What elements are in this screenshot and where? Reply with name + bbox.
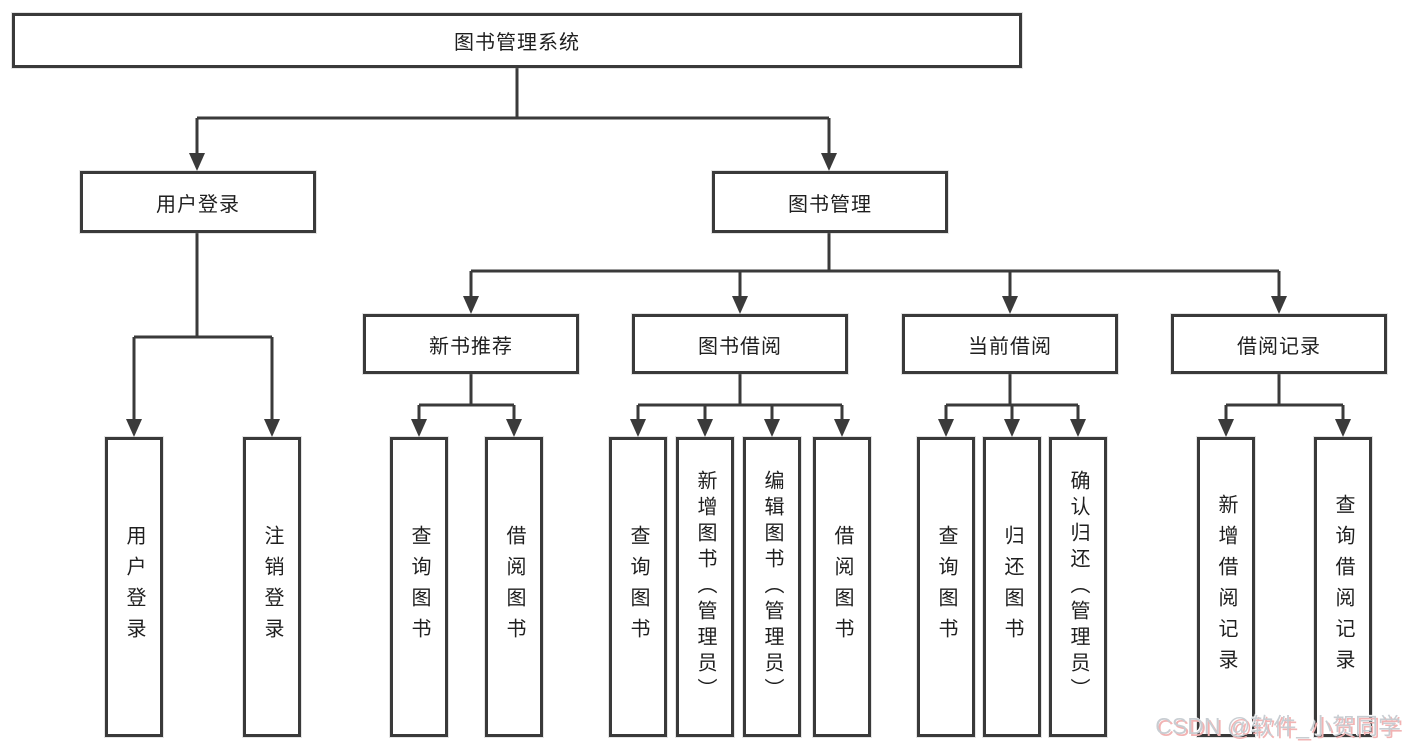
node-leaf-borrow-books-label: 借阅图书 (831, 525, 853, 649)
node-leaf-borrow-books: 借阅图书 (813, 437, 871, 737)
node-borrow-records: 借阅记录 (1171, 314, 1387, 374)
node-leaf-query-borrow-record: 查询借阅记录 (1314, 437, 1372, 737)
node-leaf-edit-books-admin-label: 编辑图书（管理员） (761, 470, 783, 704)
node-new-book-recommend: 新书推荐 (363, 314, 579, 374)
node-user-login: 用户登录 (80, 171, 316, 233)
node-book-management-label: 图书管理 (788, 193, 872, 216)
node-root-system: 图书管理系统 (12, 13, 1022, 68)
connector-root-to-level2 (189, 68, 837, 171)
connector-user-login-to-children (126, 233, 280, 437)
node-leaf-return-books: 归还图书 (983, 437, 1041, 737)
node-leaf-add-books-admin: 新增图书（管理员） (676, 437, 734, 737)
connector-book-borrow-to-children (630, 374, 850, 437)
node-leaf-confirm-return-admin: 确认归还（管理员） (1049, 437, 1107, 737)
node-new-book-recommend-label: 新书推荐 (429, 335, 513, 358)
connector-book-management-to-level3 (463, 233, 1287, 314)
node-leaf-add-books-admin-label: 新增图书（管理员） (694, 470, 716, 704)
csdn-watermark: CSDN @软件_小贺同学 (1155, 713, 1401, 739)
node-leaf-logout-label: 注销登录 (261, 525, 283, 649)
node-leaf-query-books-current-label: 查询图书 (935, 525, 957, 649)
node-leaf-edit-books-admin: 编辑图书（管理员） (743, 437, 801, 737)
node-leaf-borrow-books-recommend: 借阅图书 (485, 437, 543, 737)
node-leaf-add-borrow-record-label: 新增借阅记录 (1215, 494, 1237, 680)
node-leaf-confirm-return-admin-label: 确认归还（管理员） (1067, 470, 1089, 704)
node-leaf-add-borrow-record: 新增借阅记录 (1197, 437, 1255, 737)
node-leaf-return-books-label: 归还图书 (1001, 525, 1023, 649)
node-user-login-label: 用户登录 (156, 193, 240, 216)
node-book-borrow: 图书借阅 (632, 314, 848, 374)
node-leaf-query-books-recommend-label: 查询图书 (408, 525, 430, 649)
node-leaf-user-login: 用户登录 (105, 437, 163, 737)
node-leaf-user-login-label: 用户登录 (123, 525, 145, 649)
node-root-system-label: 图书管理系统 (454, 32, 580, 54)
connector-borrow-records-to-children (1218, 374, 1351, 437)
node-leaf-query-books-borrow-label: 查询图书 (627, 525, 649, 649)
node-book-borrow-label: 图书借阅 (698, 335, 782, 358)
node-leaf-query-borrow-record-label: 查询借阅记录 (1332, 494, 1354, 680)
node-current-borrow-label: 当前借阅 (968, 335, 1052, 358)
node-borrow-records-label: 借阅记录 (1237, 335, 1321, 358)
node-leaf-query-books-recommend: 查询图书 (390, 437, 448, 737)
node-current-borrow: 当前借阅 (902, 314, 1118, 374)
node-leaf-query-books-borrow: 查询图书 (609, 437, 667, 737)
node-book-management: 图书管理 (712, 171, 948, 233)
connector-new-book-recommend-to-children (411, 374, 522, 437)
connector-current-borrow-to-children (938, 374, 1086, 437)
node-leaf-borrow-books-recommend-label: 借阅图书 (503, 525, 525, 649)
node-leaf-query-books-current: 查询图书 (917, 437, 975, 737)
node-leaf-logout: 注销登录 (243, 437, 301, 737)
